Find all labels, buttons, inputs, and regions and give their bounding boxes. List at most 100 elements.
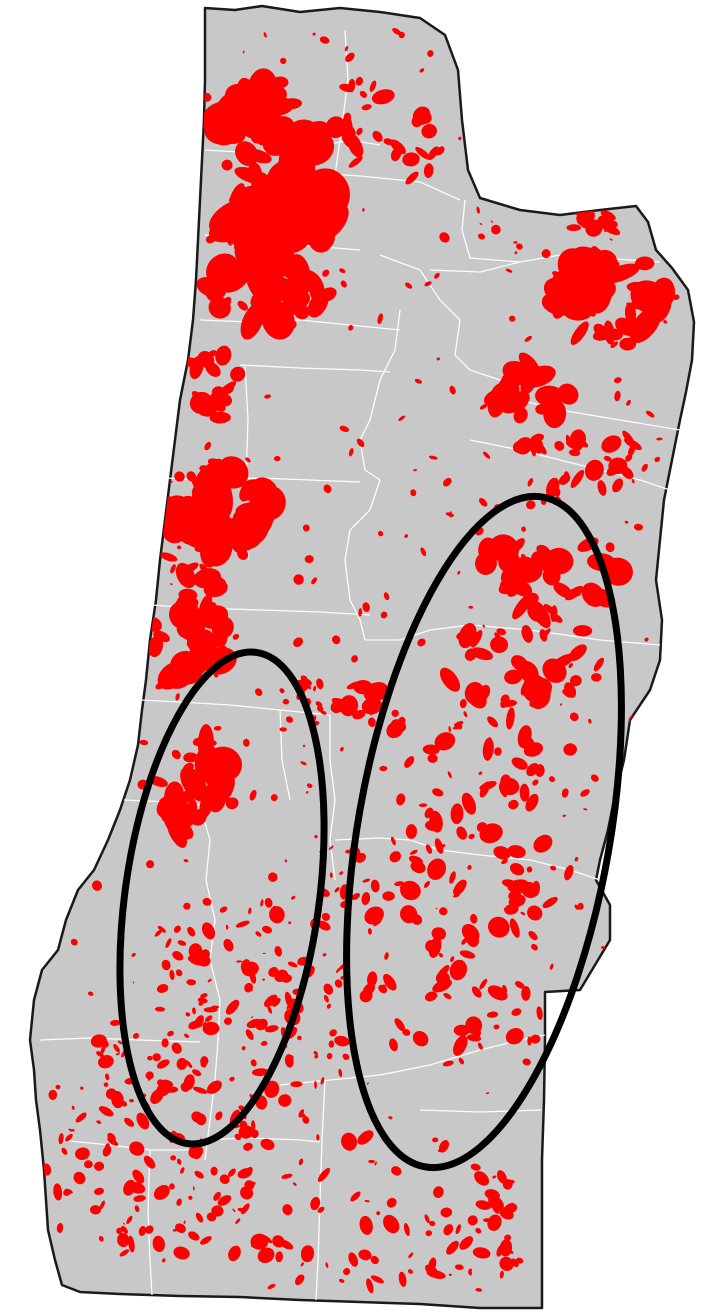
red-patch — [500, 694, 510, 705]
red-patch — [521, 554, 526, 558]
red-patch — [153, 1184, 170, 1200]
red-patch — [183, 902, 191, 910]
county-boundary-line — [199, 1137, 321, 1143]
red-patch — [287, 274, 312, 295]
red-patch — [261, 925, 273, 934]
red-patch — [285, 289, 311, 309]
red-patch — [610, 341, 619, 349]
red-patch — [390, 139, 406, 155]
red-patch — [268, 966, 279, 978]
red-patch — [547, 413, 554, 419]
red-patch — [413, 469, 418, 472]
red-patch — [450, 803, 464, 825]
red-patch — [506, 707, 515, 730]
red-patch — [284, 859, 288, 863]
red-patch — [180, 1082, 190, 1092]
red-patch — [663, 320, 668, 324]
red-patch — [554, 440, 565, 451]
red-patch — [329, 872, 333, 878]
red-patch — [434, 838, 444, 854]
red-patch — [603, 557, 633, 586]
red-patch — [435, 908, 438, 910]
ellipse-annotation-left — [116, 648, 328, 1148]
red-patch — [499, 1208, 514, 1220]
red-patch — [278, 1094, 292, 1107]
red-patch — [263, 238, 268, 244]
red-patch — [75, 1112, 87, 1123]
red-patch — [225, 924, 229, 930]
red-patch — [507, 845, 526, 859]
red-patch — [527, 905, 543, 921]
red-patch — [216, 575, 221, 581]
red-patch — [521, 526, 527, 532]
red-patch — [624, 520, 629, 524]
red-patch — [131, 952, 136, 957]
red-patch — [634, 256, 655, 271]
red-patch — [441, 844, 446, 848]
red-patch — [472, 1247, 491, 1259]
red-patch — [121, 1225, 128, 1234]
red-patch — [240, 959, 251, 973]
red-patch — [154, 1006, 166, 1012]
red-patch — [198, 1001, 204, 1006]
red-patch — [583, 808, 588, 811]
red-patch — [339, 83, 354, 93]
red-patch — [357, 1130, 374, 1145]
red-patch — [423, 163, 434, 178]
red-patch — [548, 776, 556, 783]
red-patch — [260, 1138, 275, 1151]
red-patch — [590, 227, 602, 235]
red-patch — [351, 892, 360, 901]
red-patch — [183, 752, 198, 763]
red-patch — [546, 477, 560, 498]
red-patch — [410, 489, 417, 497]
red-patch — [200, 1062, 207, 1068]
red-patch — [465, 924, 471, 927]
red-patch — [511, 757, 528, 770]
red-patch — [561, 788, 569, 798]
red-patch — [512, 440, 526, 453]
red-patch — [569, 675, 582, 687]
red-patch — [187, 926, 196, 937]
red-patch — [519, 783, 530, 802]
red-patch — [424, 991, 438, 1002]
red-patch — [215, 345, 232, 366]
red-patch — [313, 1051, 318, 1055]
red-patch — [175, 969, 183, 977]
red-patch — [509, 863, 525, 876]
red-patch — [459, 1236, 474, 1250]
red-patch — [348, 156, 363, 168]
red-patch — [175, 1223, 186, 1234]
red-patch — [192, 737, 203, 746]
red-patch — [228, 109, 251, 133]
red-patch — [512, 593, 533, 620]
red-patch — [479, 978, 488, 990]
red-patch — [263, 32, 267, 38]
red-patch — [530, 1034, 541, 1044]
red-patch — [407, 1269, 413, 1274]
red-patch — [584, 459, 604, 481]
red-patch — [223, 938, 234, 952]
red-patch — [370, 1275, 384, 1284]
red-patch — [380, 99, 386, 104]
red-patch — [274, 946, 283, 957]
red-patch — [486, 1092, 490, 1095]
red-patch — [492, 1175, 497, 1179]
red-patch — [107, 1132, 116, 1143]
red-patch — [65, 1133, 73, 1142]
red-patch — [476, 822, 488, 833]
red-patch — [53, 1183, 63, 1201]
red-patch — [521, 986, 531, 1001]
red-patch — [171, 1042, 182, 1054]
red-patch — [405, 282, 413, 289]
red-patch — [442, 1060, 454, 1067]
red-patch — [380, 611, 388, 619]
red-patch — [257, 1247, 275, 1264]
red-patch — [392, 27, 401, 35]
red-patch — [147, 1055, 153, 1061]
red-patch — [99, 1200, 105, 1210]
red-patch — [408, 1252, 414, 1259]
red-patch — [292, 161, 303, 173]
red-patch — [314, 1080, 317, 1089]
red-patch — [193, 500, 199, 506]
